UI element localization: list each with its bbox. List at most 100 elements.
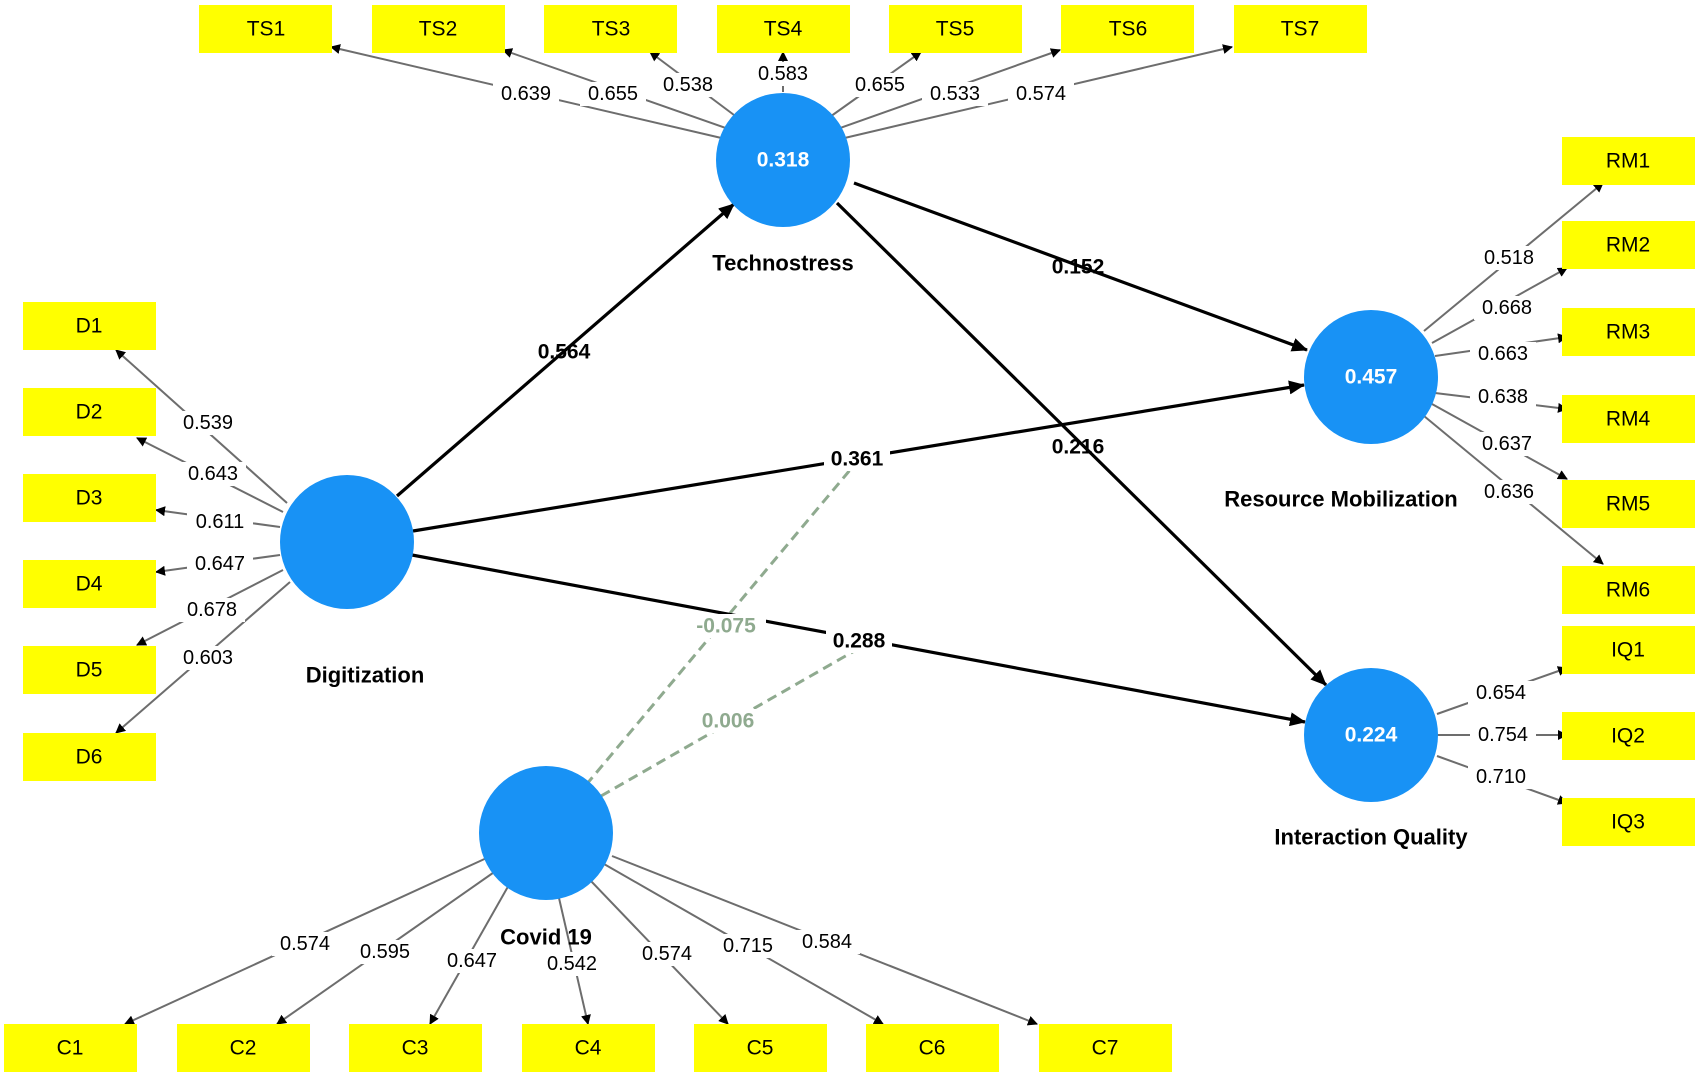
indicator-ts5-label: TS5	[936, 18, 975, 41]
resource-mobilization-name: Resource Mobilization	[1224, 487, 1457, 512]
loading-d2: 0.643	[188, 463, 238, 485]
construct-technostress[interactable]: 0.318 Technostress	[712, 93, 854, 276]
loading-d5: 0.678	[187, 599, 237, 621]
indicator-rm4[interactable]: RM4	[1562, 395, 1695, 443]
indicator-rm1-label: RM1	[1606, 150, 1650, 173]
indicator-rm6[interactable]: RM6	[1562, 566, 1695, 614]
construct-digitization[interactable]: Digitization	[280, 475, 424, 688]
loading-ts1: 0.639	[501, 83, 551, 105]
indicator-c2-label: C2	[230, 1037, 257, 1060]
indicator-d3-label: D3	[76, 487, 103, 510]
indicator-d1[interactable]: D1	[23, 302, 156, 350]
construct-interaction-quality[interactable]: 0.224 Interaction Quality	[1274, 668, 1468, 850]
loading-rm4: 0.638	[1478, 386, 1528, 408]
loading-rm5: 0.637	[1482, 433, 1532, 455]
loading-c4: 0.542	[547, 953, 597, 975]
indicator-ts3[interactable]: TS3	[544, 5, 677, 53]
loading-c2: 0.595	[360, 941, 410, 963]
indicator-ts2[interactable]: TS2	[372, 5, 505, 53]
loading-iq3: 0.710	[1476, 766, 1526, 788]
indicator-ts1-label: TS1	[247, 18, 286, 41]
loading-rm1: 0.518	[1484, 247, 1534, 269]
loading-ts2: 0.655	[588, 83, 638, 105]
indicator-rm5-label: RM5	[1606, 493, 1650, 516]
interaction-quality-loading-values: 0.654 0.754 0.710	[1468, 681, 1536, 789]
indicator-rm6-label: RM6	[1606, 579, 1650, 602]
digitization-loading-values: 0.539 0.643 0.611 0.647 0.678 0.603	[175, 411, 253, 670]
indicator-ts7[interactable]: TS7	[1234, 5, 1367, 53]
path-coefficients: 0.564 0.152 0.361 0.216 0.288 -0.075 0.0…	[538, 256, 1105, 733]
indicator-d1-label: D1	[76, 315, 103, 338]
indicator-d4-label: D4	[76, 573, 103, 596]
indicator-c3-label: C3	[402, 1037, 429, 1060]
resource-mobilization-loading-values: 0.518 0.668 0.663 0.638 0.637 0.636	[1470, 246, 1542, 504]
indicator-iq1[interactable]: IQ1	[1562, 626, 1695, 674]
loading-c5: 0.574	[642, 943, 692, 965]
indicator-c5-label: C5	[747, 1037, 774, 1060]
indicator-rm4-label: RM4	[1606, 408, 1651, 431]
coef-technostress-interaction-quality: 0.216	[1052, 436, 1105, 459]
loading-ts6: 0.533	[930, 83, 980, 105]
loading-rm3: 0.663	[1478, 343, 1528, 365]
construct-resource-mobilization[interactable]: 0.457 Resource Mobilization	[1224, 310, 1458, 512]
indicator-c7-label: C7	[1092, 1037, 1119, 1060]
technostress-indicators: TS1 TS2 TS3 TS4 TS5 TS6 TS7	[199, 5, 1367, 53]
construct-covid-19[interactable]: Covid 19	[479, 766, 613, 950]
loading-d3: 0.611	[196, 511, 245, 533]
indicator-ts2-label: TS2	[419, 18, 458, 41]
indicator-c1-label: C1	[57, 1037, 84, 1060]
indicator-c2[interactable]: C2	[177, 1024, 310, 1072]
indicator-rm2[interactable]: RM2	[1562, 221, 1695, 269]
indicator-d6-label: D6	[76, 746, 103, 769]
indicator-c4-label: C4	[575, 1037, 602, 1060]
indicator-c4[interactable]: C4	[522, 1024, 655, 1072]
indicator-d6[interactable]: D6	[23, 733, 156, 781]
indicator-iq3[interactable]: IQ3	[1562, 798, 1695, 846]
interaction-quality-indicators: IQ1 IQ2 IQ3	[1562, 626, 1695, 846]
indicator-c5[interactable]: C5	[694, 1024, 827, 1072]
indicator-d2[interactable]: D2	[23, 388, 156, 436]
indicator-iq1-label: IQ1	[1611, 639, 1645, 662]
loading-d1: 0.539	[183, 412, 233, 434]
indicator-rm3-label: RM3	[1606, 321, 1650, 344]
indicator-ts6-label: TS6	[1109, 18, 1148, 41]
loading-d4: 0.647	[195, 553, 245, 575]
loading-c3: 0.647	[447, 950, 497, 972]
loading-ts7: 0.574	[1016, 83, 1066, 105]
loading-c1: 0.574	[280, 933, 330, 955]
indicator-c6[interactable]: C6	[866, 1024, 999, 1072]
indicator-ts1[interactable]: TS1	[199, 5, 332, 53]
loading-iq1: 0.654	[1476, 682, 1526, 704]
indicator-iq3-label: IQ3	[1611, 811, 1645, 834]
indicator-d5-label: D5	[76, 659, 103, 682]
indicator-rm3[interactable]: RM3	[1562, 308, 1695, 356]
resource-mobilization-indicators: RM1 RM2 RM3 RM4 RM5 RM6	[1562, 137, 1695, 614]
interaction-quality-name: Interaction Quality	[1274, 825, 1468, 850]
technostress-loading-values: 0.639 0.655 0.538 0.583 0.655 0.533 0.57…	[493, 62, 1074, 106]
indicator-ts4[interactable]: TS4	[717, 5, 850, 53]
indicator-rm1[interactable]: RM1	[1562, 137, 1695, 185]
indicator-d5[interactable]: D5	[23, 646, 156, 694]
coef-technostress-resource-mobilization: 0.152	[1052, 256, 1105, 279]
loading-ts3: 0.538	[663, 74, 713, 96]
coef-digitization-interaction-quality: 0.288	[833, 630, 886, 653]
indicator-ts6[interactable]: TS6	[1061, 5, 1194, 53]
indicator-iq2[interactable]: IQ2	[1562, 712, 1695, 760]
loading-d6: 0.603	[183, 647, 233, 669]
indicator-d3[interactable]: D3	[23, 474, 156, 522]
loading-rm6: 0.636	[1484, 481, 1534, 503]
covid-moderation-rm-line	[584, 469, 852, 786]
indicator-c6-label: C6	[919, 1037, 946, 1060]
indicator-d4[interactable]: D4	[23, 560, 156, 608]
path-technostress-resource-mobilization	[853, 181, 1308, 352]
indicator-c7[interactable]: C7	[1039, 1024, 1172, 1072]
indicator-ts5[interactable]: TS5	[889, 5, 1022, 53]
path-technostress-interaction-quality	[835, 201, 1328, 687]
loading-c7: 0.584	[802, 931, 852, 953]
indicator-d2-label: D2	[76, 401, 103, 424]
indicator-c3[interactable]: C3	[349, 1024, 482, 1072]
indicator-c1[interactable]: C1	[4, 1024, 137, 1072]
technostress-name: Technostress	[712, 251, 853, 276]
indicator-rm5[interactable]: RM5	[1562, 480, 1695, 528]
